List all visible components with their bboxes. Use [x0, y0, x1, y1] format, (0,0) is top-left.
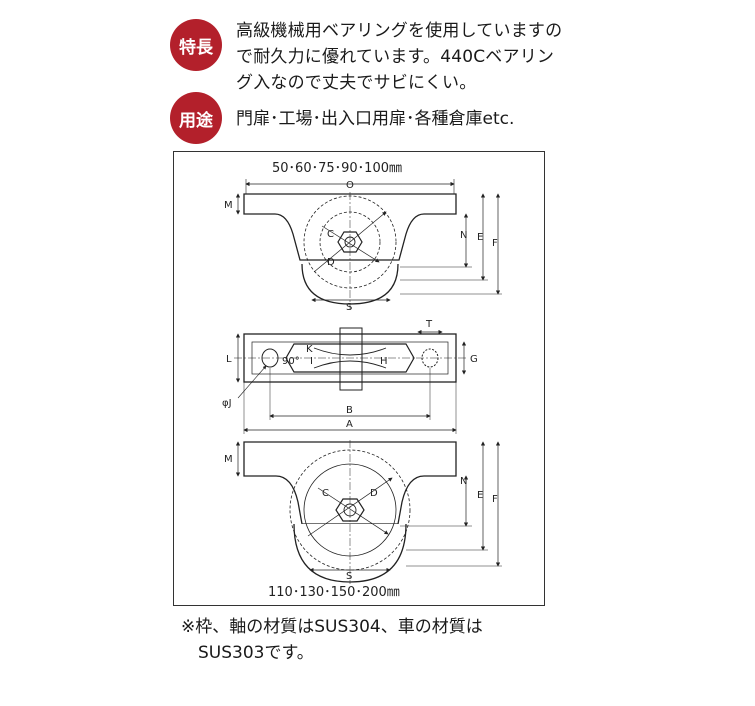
features-text: 高級機械用ベアリングを使用していますので耐久力に優れています。440Cベアリング… — [236, 21, 563, 93]
material-note: ※枠、軸の材質はSUS304、車の材質は SUS303です。 — [181, 614, 541, 666]
label-d-large: D — [370, 488, 378, 499]
label-s-small: S — [346, 302, 352, 313]
dim-line-c — [321, 225, 380, 263]
label-j: φJ — [222, 398, 232, 409]
top-axle — [339, 327, 363, 391]
label-k: K — [306, 344, 313, 355]
label-f-large: F — [492, 494, 498, 505]
label-c-small: C — [327, 229, 334, 240]
label-i: I — [310, 356, 313, 367]
dimension-drawing: 50･60･75･90･100㎜ O C D M N E F S — [173, 151, 545, 606]
usage-badge: 用途 — [170, 92, 222, 144]
features-badge: 特長 — [170, 19, 222, 71]
label-t: T — [425, 319, 433, 330]
label-f-small: F — [492, 238, 498, 249]
label-g: G — [470, 354, 478, 365]
label-h: H — [380, 356, 388, 367]
label-b: B — [346, 405, 353, 416]
label-s-large: S — [346, 571, 352, 582]
label-angle: 90° — [282, 356, 300, 367]
dimension-drawing-svg: 50･60･75･90･100㎜ O C D M N E F S — [222, 161, 502, 600]
top-wheel-groove — [313, 347, 387, 369]
dim-line-d — [313, 211, 387, 273]
label-e-large: E — [477, 490, 483, 501]
label-c-large: C — [322, 488, 329, 499]
label-o: O — [346, 180, 354, 191]
label-n-small: N — [460, 230, 467, 241]
material-note-line2: SUS303です。 — [198, 643, 314, 663]
dim-line-d-large — [307, 477, 393, 537]
label-n-large: N — [460, 476, 467, 487]
label-a: A — [346, 419, 353, 430]
label-m-small: M — [224, 200, 233, 211]
dim-line-c-large — [317, 487, 389, 535]
small-sizes-label: 50･60･75･90･100㎜ — [272, 161, 402, 176]
leader-j — [237, 365, 267, 399]
usage-text: 門扉･工場･出入口用扉･各種倉庫etc. — [236, 109, 515, 129]
label-m-large: M — [224, 454, 233, 465]
material-note-line1: ※枠、軸の材質はSUS304、車の材質は — [181, 617, 483, 637]
label-e-small: E — [477, 232, 483, 243]
large-sizes-label: 110･130･150･200㎜ — [268, 585, 400, 600]
label-l: L — [226, 354, 232, 365]
label-d-small: D — [327, 257, 335, 268]
